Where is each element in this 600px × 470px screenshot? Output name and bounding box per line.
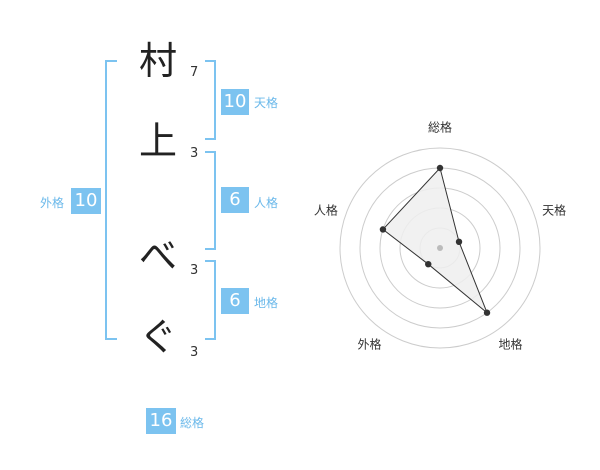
jinkaku-value: 6 — [221, 187, 249, 213]
radar-axis-label: 人格 — [314, 202, 338, 217]
radar-point-2 — [455, 238, 463, 246]
tenkaku-value: 10 — [221, 89, 249, 115]
radar-shape — [379, 164, 491, 316]
jinkaku-bracket — [205, 151, 216, 250]
stroke-count-4: 3 — [190, 345, 199, 360]
soukaku-value: 16 — [146, 408, 176, 434]
radar-point-4 — [425, 260, 432, 268]
name-char-2: 上 — [138, 119, 177, 163]
chikaku-bracket — [205, 260, 216, 340]
stroke-count-3: 3 — [190, 263, 199, 278]
radar-center-point — [437, 245, 443, 251]
radar-axis-label: 地格 — [499, 337, 523, 352]
soukaku-label: 総格 — [180, 416, 205, 430]
chikaku-label: 地格 — [254, 296, 279, 310]
gaikaku-value: 10 — [71, 188, 101, 214]
name-char-1: 村 — [138, 39, 177, 83]
gaikaku-bracket — [105, 60, 117, 340]
gaikaku-label: 外格 — [40, 196, 65, 210]
stroke-count-1: 7 — [190, 65, 199, 80]
tenkaku-label: 天格 — [254, 96, 279, 110]
radar-axis-label: 天格 — [542, 202, 566, 217]
tenkaku-bracket — [205, 60, 216, 140]
radar-axis-label: 総格 — [428, 120, 452, 135]
radar-axis-label: 外格 — [357, 337, 381, 352]
name-char-4: ぐ — [138, 315, 177, 359]
radar-series-polygon — [382, 166, 488, 314]
jinkaku-label: 人格 — [254, 196, 279, 210]
radar-point-1 — [436, 164, 444, 172]
chikaku-value: 6 — [221, 288, 249, 314]
stroke-count-2: 3 — [190, 146, 199, 161]
name-char-3: べ — [138, 234, 177, 278]
radar-point-3 — [483, 309, 491, 316]
radar-point-5 — [379, 226, 387, 233]
radar-grid-ring — [339, 147, 541, 349]
